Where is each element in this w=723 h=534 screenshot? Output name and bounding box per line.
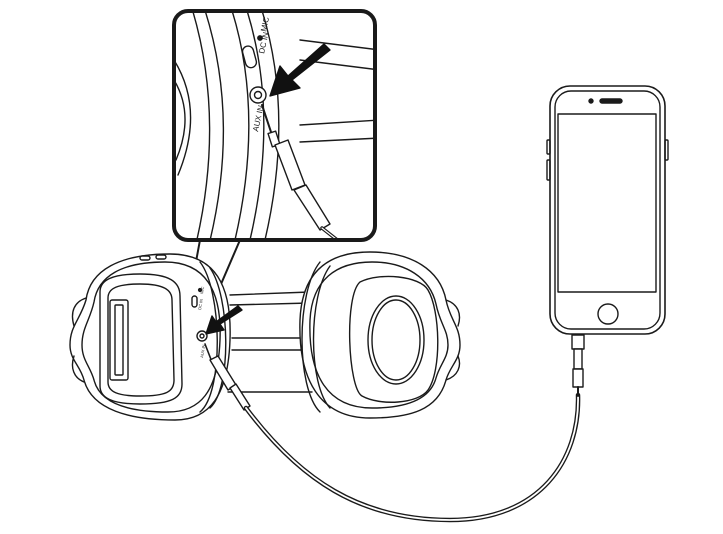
mic-label-small: MIC: [199, 286, 205, 294]
arrow-icon: [205, 305, 243, 335]
zoom-callout: DC IN MIC AUX IN: [172, 9, 377, 306]
zoom-plug: [261, 104, 352, 240]
home-button-icon: [597, 303, 619, 325]
aux-in-label-small: AUX IN: [199, 344, 206, 358]
dc-in-label: DC IN: [257, 31, 270, 54]
right-ear-cup: [299, 251, 461, 419]
mic-label: MIC: [259, 16, 271, 32]
zoom-detail: DC IN MIC AUX IN: [174, 11, 375, 240]
aux-port: [249, 86, 267, 104]
smartphone-icon: [546, 85, 669, 335]
left-ear-cup: DC IN MIC AUX IN: [69, 253, 243, 421]
headphones-icon: DC IN MIC AUX IN: [69, 251, 461, 421]
arrow-icon: [269, 43, 331, 97]
dc-in-label-small: DC IN: [197, 298, 204, 310]
audio-cable-icon: [204, 334, 585, 523]
